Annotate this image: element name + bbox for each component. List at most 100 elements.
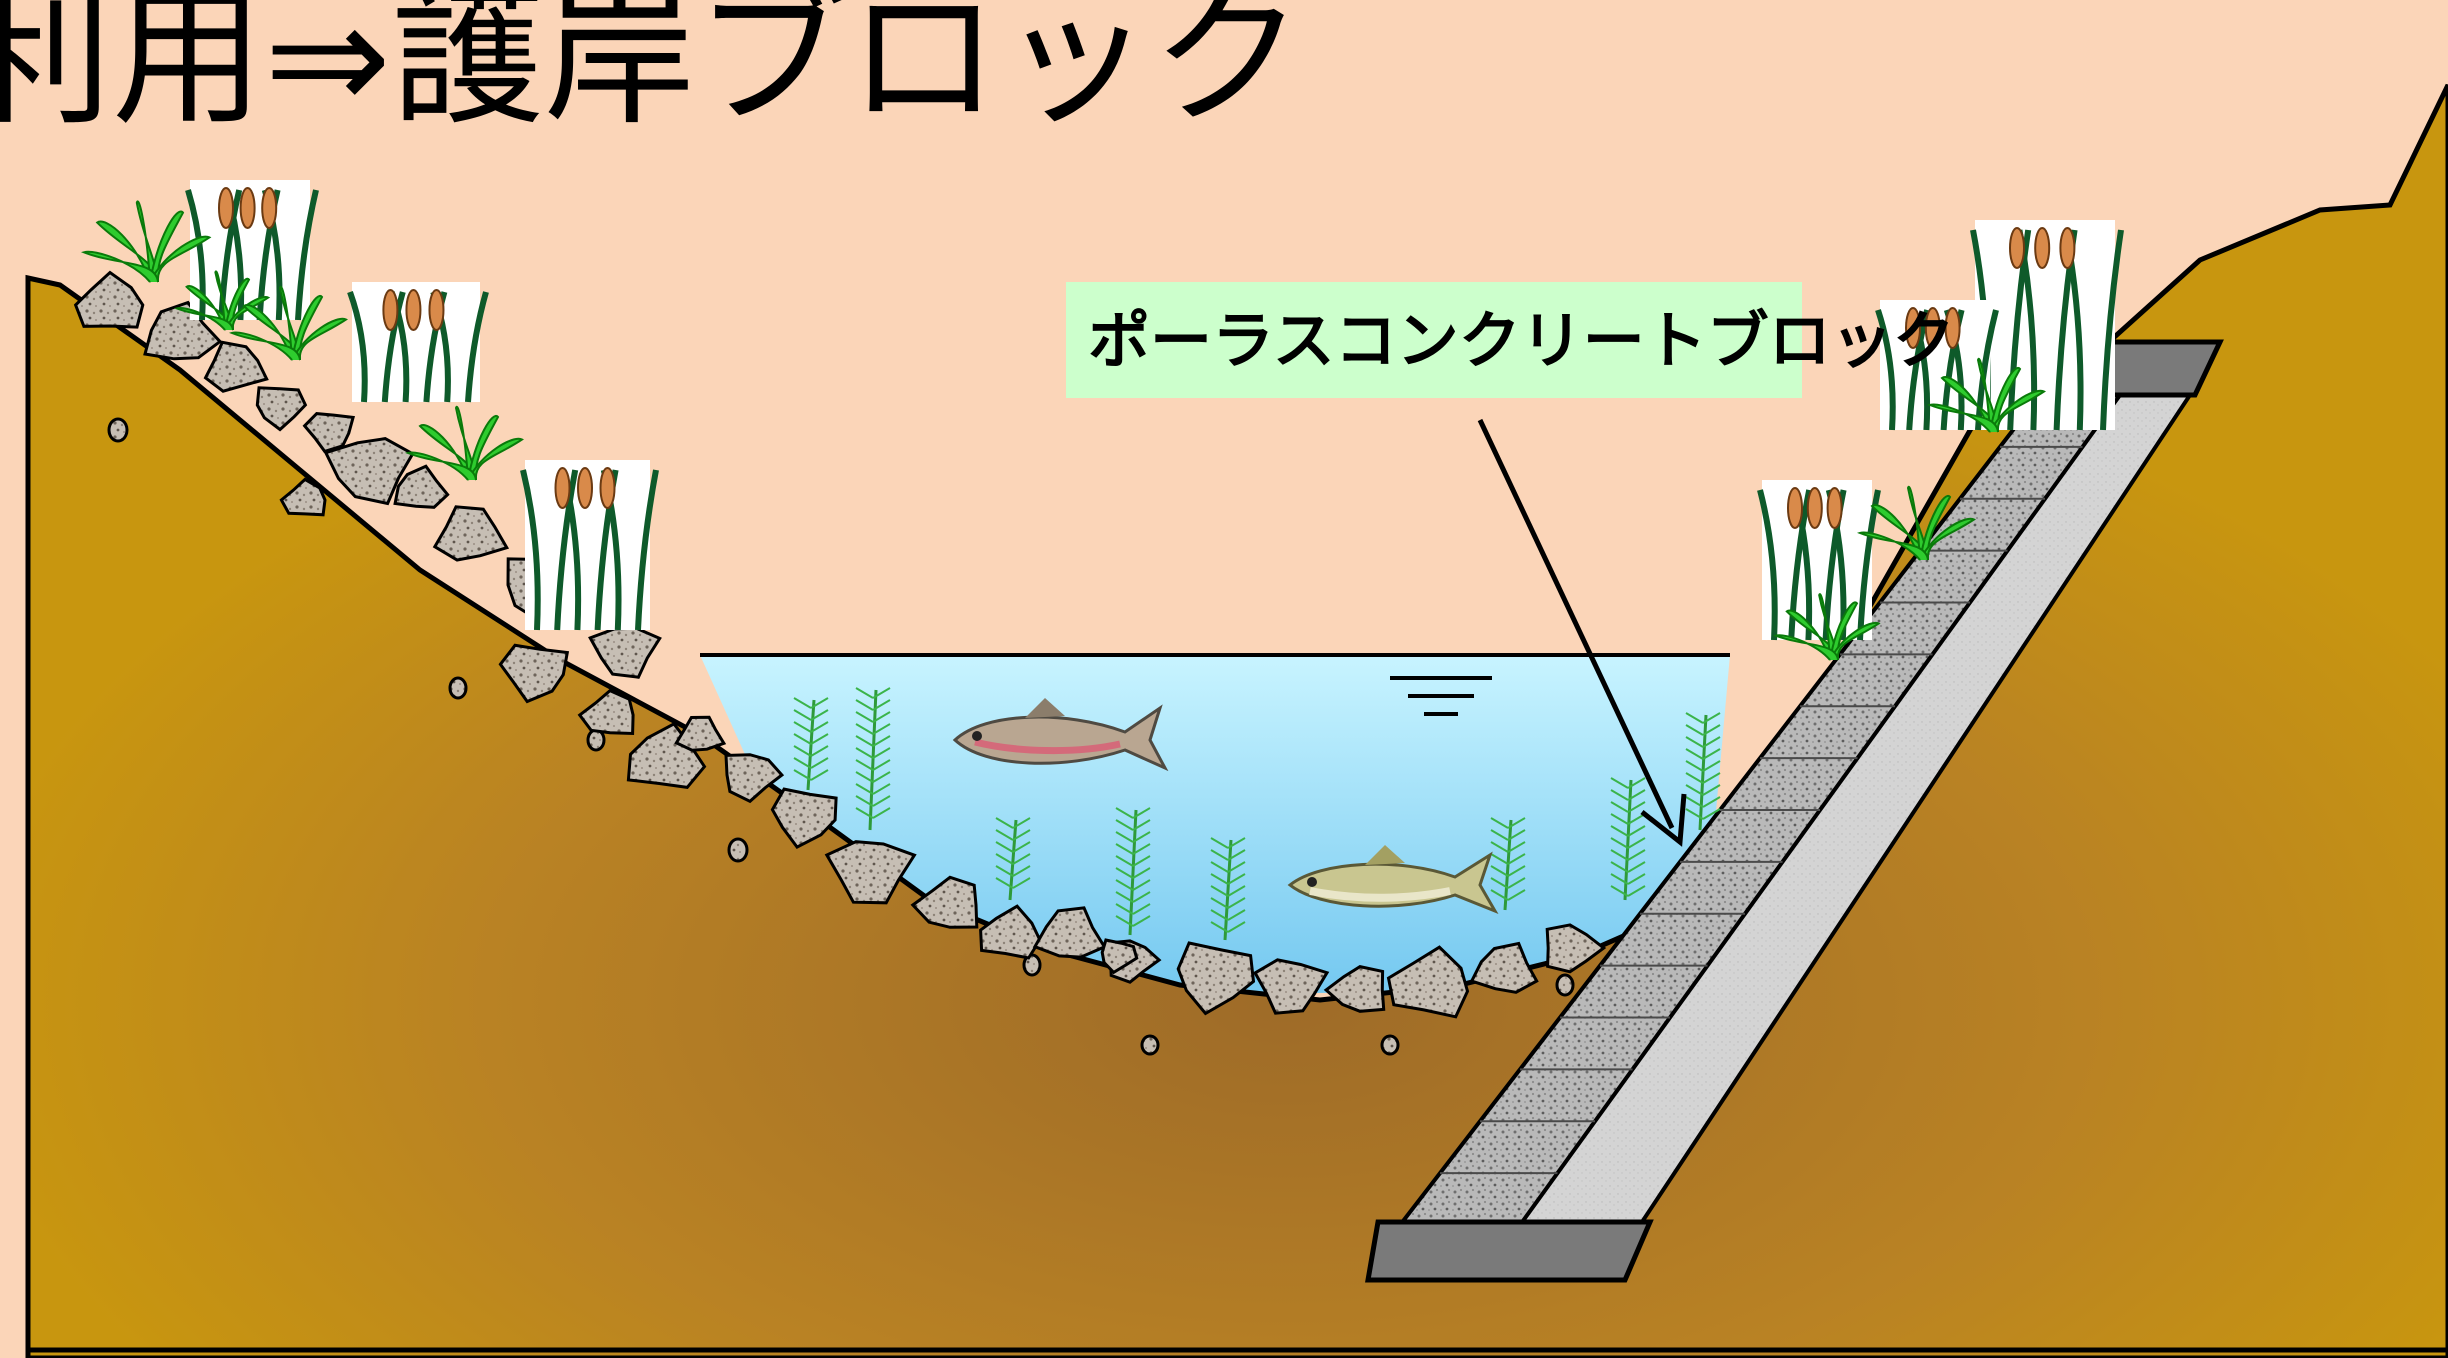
waterweed-leaf — [1115, 831, 1134, 843]
waterweed-leaf — [855, 723, 874, 735]
waterweed-leaf — [1685, 736, 1704, 748]
waterweed-leaf — [1610, 873, 1629, 885]
waterweed-leaf — [872, 807, 891, 819]
waterweed-leaf — [1490, 829, 1509, 841]
waterweed-leaf — [1685, 748, 1704, 760]
cattail — [1826, 487, 1843, 529]
grass-blade — [1926, 403, 1999, 433]
reed-leaf — [1757, 489, 1778, 641]
rock-icon — [1253, 958, 1330, 1015]
waterweed-leaf — [1627, 789, 1646, 801]
reed-icon — [1875, 300, 1999, 431]
waterweed-leaf — [810, 721, 829, 733]
reed-leaf — [465, 291, 489, 403]
waterweed-leaf — [1490, 853, 1509, 865]
grass-blade — [149, 210, 185, 283]
rock-icon — [1545, 923, 1607, 974]
waterweed-leaf — [855, 735, 874, 747]
grass-blade — [228, 331, 301, 361]
waterweed-leaf — [793, 733, 812, 745]
waterweed-leaf — [1610, 777, 1629, 789]
waterweed-leaf — [1627, 837, 1646, 849]
waterweed-leaf — [1012, 841, 1031, 853]
reed-leaf — [381, 291, 406, 403]
waterweed-leaf — [1227, 849, 1246, 861]
rock-icon — [577, 688, 635, 736]
waterweed-leaf — [1227, 909, 1246, 921]
rock-icon — [770, 787, 838, 850]
waterweed-leaf — [1132, 807, 1151, 819]
waterweed-leaf — [793, 697, 812, 709]
waterweed-stem — [1223, 839, 1233, 941]
waterweed-leaf — [1702, 772, 1721, 784]
grass-blade — [1856, 531, 1929, 561]
waterweed-stem — [1503, 819, 1513, 911]
grass-icon — [1772, 593, 1881, 661]
cattail — [261, 187, 278, 229]
waterweed-icon — [1115, 807, 1151, 936]
rock-icon — [498, 643, 570, 704]
grass-blade — [80, 250, 159, 283]
grass-icon — [404, 405, 524, 481]
cattail — [405, 289, 422, 331]
fish-icon — [1287, 845, 1499, 915]
grass-blade — [404, 451, 477, 481]
vegetation — [80, 180, 2124, 941]
waterweed-leaf — [1627, 849, 1646, 861]
rock-icon — [910, 875, 979, 929]
cattail — [2034, 227, 2051, 269]
waterweed-icon — [1490, 817, 1526, 911]
grass-icon — [1856, 485, 1976, 561]
pebbles — [107, 417, 1575, 1056]
waterweed-leaf — [872, 747, 891, 759]
waterweed-leaf — [1685, 784, 1704, 796]
block-foundation — [1365, 1219, 1654, 1283]
reed-leaf — [635, 469, 659, 631]
cattail — [1806, 487, 1823, 529]
waterweed-leaf — [855, 783, 874, 795]
callout-box: ポーラスコンクリートブロック — [1066, 282, 1955, 398]
reed-leaf — [554, 469, 579, 631]
grass-blade — [1919, 494, 1952, 561]
page-title: 利用⇒護岸ブロック — [0, 0, 1303, 146]
waterweed-leaf — [872, 735, 891, 747]
waterweed-leaf — [872, 771, 891, 783]
cattail — [239, 187, 256, 229]
waterweed-leaf — [995, 829, 1014, 841]
cattail — [1905, 307, 1921, 349]
waterweed-leaf — [995, 853, 1014, 865]
waterweed-stem — [806, 699, 816, 791]
rock-icon — [1469, 941, 1539, 994]
waterweed-leaf — [872, 723, 891, 735]
waterweed-leaf — [1012, 829, 1031, 841]
waterweed-leaf — [793, 745, 812, 757]
waterweed-leaf — [1132, 903, 1151, 915]
fish-icon — [952, 698, 1169, 772]
waterweed-leaf — [1702, 748, 1721, 760]
rock-icon — [588, 626, 662, 679]
waterweed-leaf — [1227, 921, 1246, 933]
rock-icon — [724, 753, 785, 804]
waterweed-leaf — [1012, 817, 1031, 829]
waterweed-stem — [1623, 779, 1633, 901]
rock-icon — [824, 840, 917, 905]
cattail — [2059, 227, 2076, 269]
waterweed-leaf — [1132, 891, 1151, 903]
rock-icon — [674, 715, 727, 752]
cattail — [577, 467, 593, 509]
waterweed-leaf — [793, 709, 812, 721]
water-level-icon — [1390, 676, 1492, 716]
waterweed-leaf — [1210, 861, 1229, 873]
waterweed-leaf — [1227, 873, 1246, 885]
waterweed-leaf — [810, 757, 829, 769]
grass-blade — [173, 307, 234, 331]
waterweed-leaf — [1012, 865, 1031, 877]
grass-blade — [1989, 366, 2022, 433]
waterweed-leaf — [1685, 724, 1704, 736]
waterweed-stem — [1128, 809, 1138, 936]
waterweed-leaf — [1685, 760, 1704, 772]
waterweed-leaf — [1627, 801, 1646, 813]
cattail — [1787, 487, 1803, 529]
waterweed-leaf — [1507, 853, 1526, 865]
waterweed-leaf — [1115, 891, 1134, 903]
